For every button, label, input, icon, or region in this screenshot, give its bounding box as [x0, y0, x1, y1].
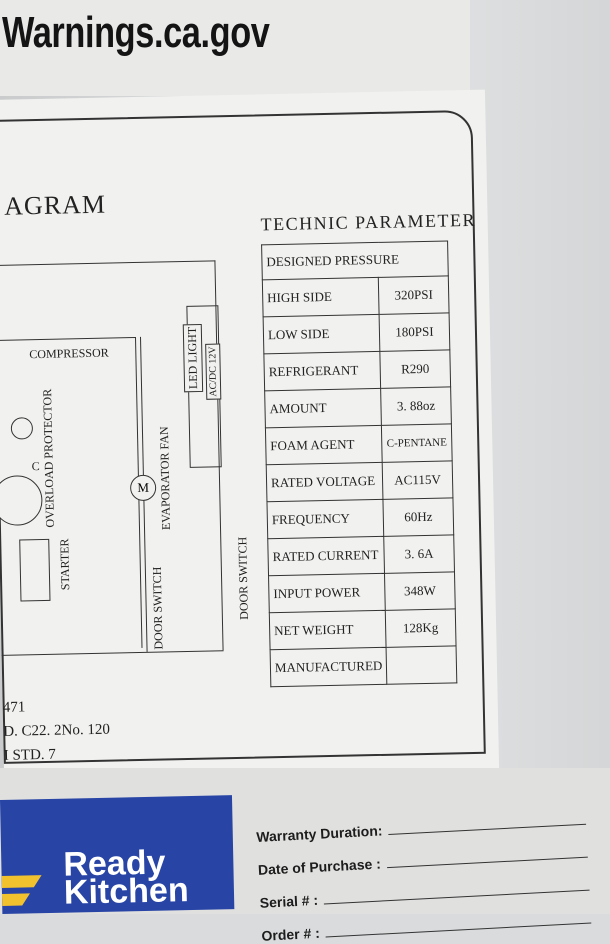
motor-letter: M: [137, 479, 150, 495]
footer-line-3: I STD. 7: [3, 746, 56, 764]
param-label: FOAM AGENT: [265, 425, 383, 465]
technic-parameter-title: TECHNIC PARAMETER: [260, 209, 477, 235]
param-value: 180PSI: [379, 312, 450, 352]
param-label: AMOUNT: [264, 388, 382, 428]
param-label: HIGH SIDE: [262, 277, 380, 317]
starter-box: [19, 538, 51, 602]
diagram-title: AGRAM: [3, 189, 107, 221]
fill-line: [325, 922, 592, 938]
param-value: 320PSI: [378, 275, 449, 315]
param-value: AC115V: [382, 460, 453, 500]
field-label: Order # :: [261, 924, 321, 944]
footer-line-2: D. C22. 2No. 120: [3, 721, 111, 740]
voltage-text: AC/DC 12V: [207, 346, 220, 397]
door-switch-left-text: DOOR SWITCH: [149, 566, 166, 650]
door-switch-left-label: DOOR SWITCH: [150, 566, 167, 649]
voltage-label: AC/DC 12V: [205, 343, 222, 400]
param-label: LOW SIDE: [263, 314, 381, 354]
param-label: REFRIGERANT: [263, 351, 382, 391]
param-label: FREQUENCY: [266, 499, 385, 539]
warranty-fields: Warranty Duration: Date of Purchase : Se…: [255, 795, 592, 944]
overload-protector-text: OVERLOAD PROTECTOR: [40, 388, 57, 528]
brand-panel: Ready Kitchen: [0, 795, 235, 914]
param-value: 3. 6A: [384, 534, 455, 574]
param-label: RATED CURRENT: [267, 536, 385, 576]
overload-protector-label: OVERLOAD PROTECTOR: [40, 389, 58, 528]
param-value: C-PENTANE: [381, 423, 452, 463]
field-label: Serial # :: [259, 891, 319, 911]
footer-line-1: 471: [2, 699, 26, 716]
warning-banner: Warnings.ca.gov: [0, 0, 470, 96]
led-light-text: LED LIGHT: [184, 326, 201, 390]
param-value: 3. 88oz: [381, 386, 452, 426]
starter-label: STARTER: [57, 538, 73, 590]
brand-name: Ready Kitchen: [63, 844, 190, 912]
c-terminal-label: C: [31, 459, 40, 474]
param-value: 348W: [384, 571, 455, 611]
param-value: [386, 645, 457, 685]
param-value: 60Hz: [383, 497, 454, 537]
starter-text: STARTER: [57, 538, 73, 591]
door-switch-right-text: DOOR SWITCH: [235, 536, 251, 620]
param-label: INPUT POWER: [268, 573, 386, 613]
spec-label: AGRAM COMPRESSOR OVERLOAD PROTECTOR C ST…: [0, 89, 500, 780]
table-row: MANUFACTURED: [270, 645, 457, 687]
compressor-label: COMPRESSOR: [29, 345, 109, 362]
designed-pressure-cell: DESIGNED PRESSURE: [261, 240, 448, 280]
brand-logo-icon: [1, 875, 42, 906]
param-label: RATED VOLTAGE: [266, 462, 384, 502]
param-label: MANUFACTURED: [270, 647, 388, 687]
table-row: DESIGNED PRESSURE: [261, 240, 448, 280]
evaporator-fan-label: EVAPORATOR FAN: [157, 426, 174, 530]
door-switch-right-label: DOOR SWITCH: [235, 536, 252, 620]
param-value: 128Kg: [385, 608, 456, 648]
warning-url: Warnings.ca.gov: [2, 8, 270, 57]
param-label: NET WEIGHT: [269, 610, 387, 650]
brand-line-2: Kitchen: [63, 871, 190, 912]
led-light-label: LED LIGHT: [182, 323, 204, 393]
param-value: R290: [380, 349, 451, 389]
evaporator-fan-text: EVAPORATOR FAN: [156, 426, 174, 531]
